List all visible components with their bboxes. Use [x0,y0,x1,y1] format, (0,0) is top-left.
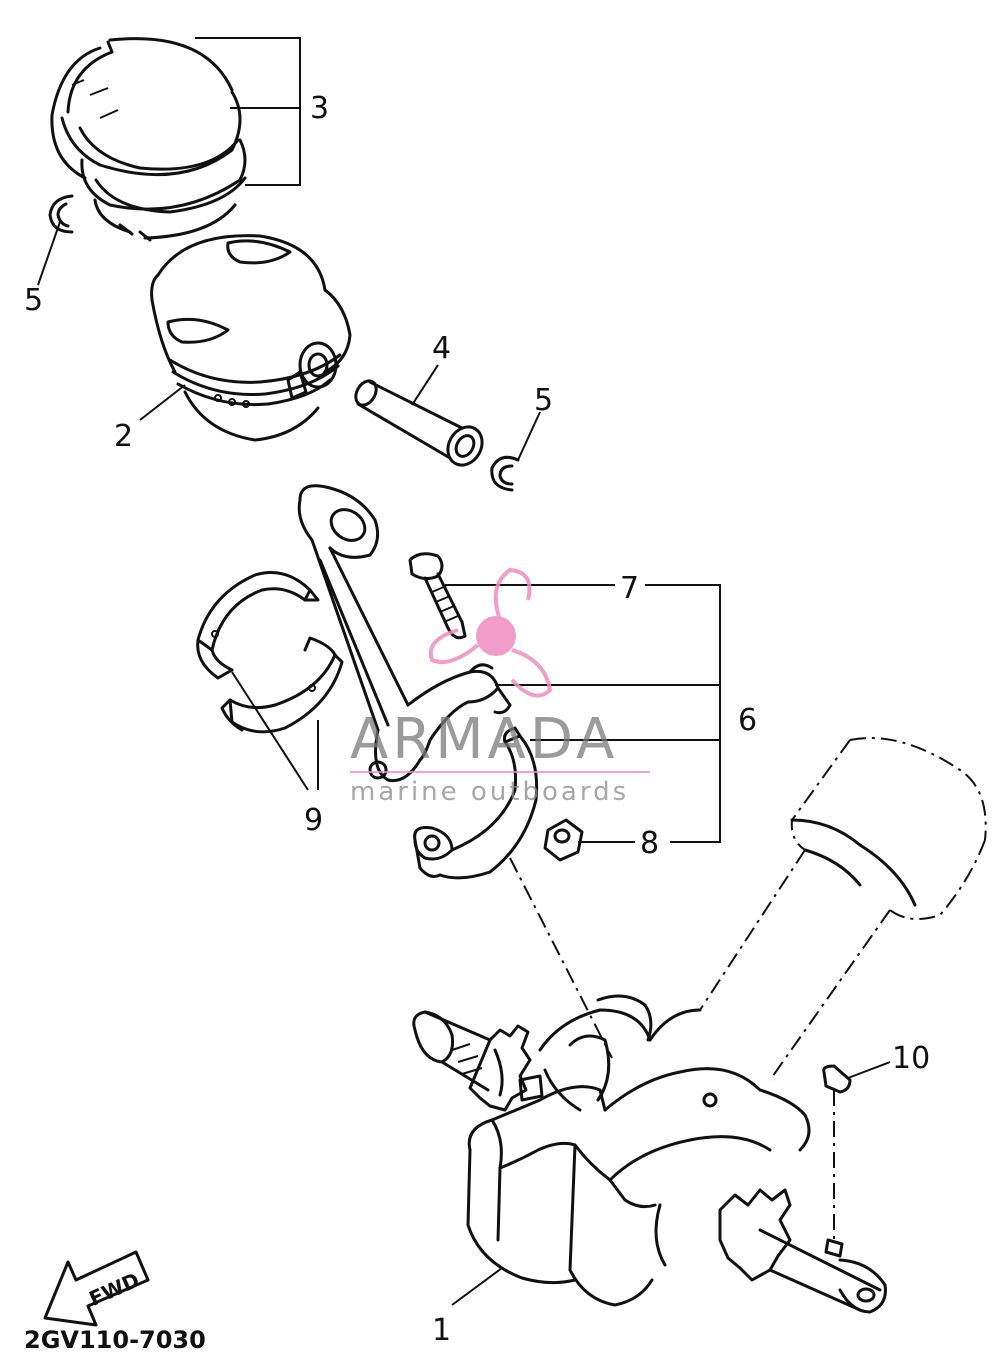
callout-5-right: 5 [534,383,553,418]
big-end-bearing-lower [220,636,344,734]
connecting-rod-bolt [408,552,467,640]
callout-9: 9 [304,803,323,838]
callout-5-left: 5 [24,283,43,318]
callout-4: 4 [432,331,451,366]
arrow-left-icon [43,1250,150,1327]
woodruff-key [822,1064,852,1094]
leader-lines [37,37,891,1306]
piston [150,234,352,442]
piston-pin-clip-left [48,194,74,234]
callout-7: 7 [620,571,639,606]
piston-pin-clip-right [490,455,520,492]
armada-watermark: ARMADA marine outboards [350,567,650,807]
callout-8: 8 [640,826,659,861]
callout-1: 1 [432,1313,451,1348]
piston-pin [354,379,484,467]
diagram-code: 2GV110-7030 [24,1326,206,1354]
big-end-bearing-upper [196,571,320,680]
callout-2: 2 [114,419,133,454]
propeller-logo-icon [428,567,553,698]
fwd-arrow: FWD [43,1250,150,1327]
piston-rings [50,37,247,242]
crankshaft [412,994,887,1314]
fwd-label: FWD [85,1268,143,1311]
watermark-tagline: marine outboards [350,777,629,807]
watermark-brand: ARMADA [350,707,618,772]
connecting-rod-ghost-outline [648,737,987,1081]
connecting-rod-nut [543,818,584,862]
connecting-rod-cap [413,726,539,880]
callout-6: 6 [738,703,757,738]
callout-3: 3 [310,91,329,126]
callout-10: 10 [892,1041,930,1076]
assembly-line-cap-to-crankpin [509,857,613,1059]
